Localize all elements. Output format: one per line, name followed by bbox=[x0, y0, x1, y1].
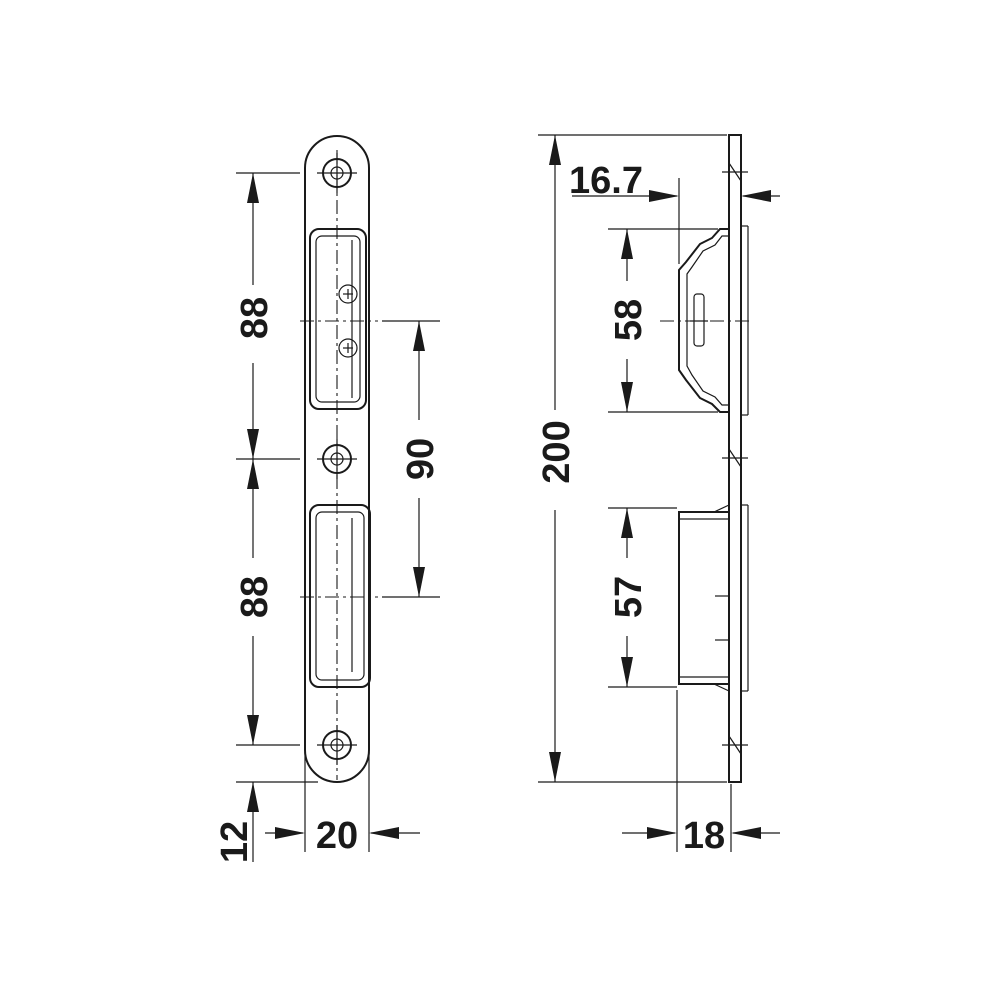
latch-housing bbox=[678, 228, 730, 413]
side-screw-markers bbox=[722, 162, 748, 755]
bolt-cutout bbox=[309, 504, 371, 688]
dim-plate-width-label: 20 bbox=[316, 815, 358, 857]
dim-center-distance-label: 90 bbox=[400, 438, 442, 480]
adjust-screw-top-icon bbox=[338, 284, 358, 304]
dim-57: 57 bbox=[606, 507, 677, 688]
dim-16-7: 16.7 bbox=[569, 160, 780, 264]
front-plate-outline bbox=[304, 135, 370, 783]
dim-upper-spacing-label: 88 bbox=[234, 297, 276, 339]
side-view: 200 16.7 58 57 bbox=[534, 134, 780, 857]
dim-bolt-height-label: 57 bbox=[608, 576, 650, 618]
dim-plate-offset-label: 16.7 bbox=[569, 160, 643, 202]
latch-slot bbox=[693, 293, 705, 347]
dim-200: 200 bbox=[534, 134, 727, 783]
dim-90: 90 bbox=[382, 320, 442, 598]
dim-20: 20 bbox=[265, 752, 420, 857]
dim-88-front: 88 88 bbox=[232, 172, 300, 746]
dim-body-depth-label: 18 bbox=[683, 815, 725, 857]
dim-bottom-offset-label: 12 bbox=[214, 821, 256, 863]
dim-latch-height-label: 58 bbox=[608, 299, 650, 341]
latch-cutout bbox=[309, 228, 367, 410]
adjust-screw-bottom-icon bbox=[338, 338, 358, 358]
front-view: 88 88 90 20 12 bbox=[214, 135, 442, 863]
dim-58: 58 bbox=[606, 228, 718, 413]
bolt-housing bbox=[678, 504, 749, 692]
dim-lower-spacing-label: 88 bbox=[234, 576, 276, 618]
dim-12: 12 bbox=[214, 781, 318, 863]
dim-total-length-label: 200 bbox=[536, 420, 578, 483]
dim-18: 18 bbox=[622, 690, 780, 857]
